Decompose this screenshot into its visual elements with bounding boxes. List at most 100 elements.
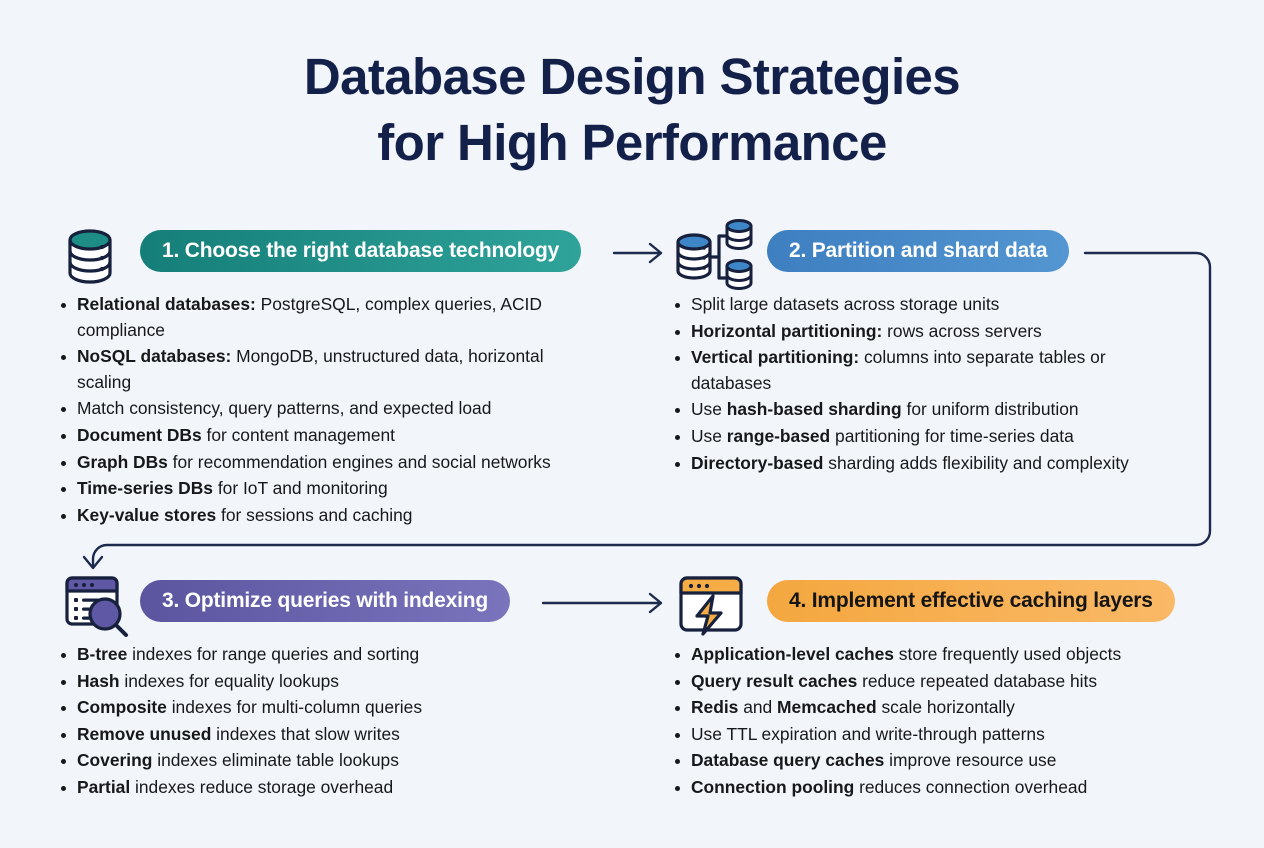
list-item: Document DBs for content management (58, 423, 588, 449)
section-partition-and-shard-data: 2. Partition and shard data Split large … (672, 216, 1232, 477)
section-4-header: 4. Implement effective caching layers (672, 566, 1232, 642)
bullet-text: indexes for range queries and sorting (127, 644, 420, 664)
bullet-text: Use TTL expiration and write-through pat… (691, 723, 1045, 744)
bullet-text-2: scale horizontally (876, 697, 1015, 718)
bullet-strong: Composite (77, 697, 167, 718)
bullet-strong: Query result caches (691, 670, 858, 691)
list-item: Partial indexes reduce storage overhead (58, 775, 588, 801)
section-2-title-text: 2. Partition and shard data (789, 239, 1048, 262)
section-1-header: 1. Choose the right database technology (58, 216, 658, 292)
list-item: B-tree indexes for range queries and sor… (58, 642, 588, 668)
section-implement-effective-caching-layers: 4. Implement effective caching layers Ap… (672, 566, 1232, 802)
list-item: Database query caches improve resource u… (672, 748, 1184, 774)
bullet-strong: Redis (691, 697, 739, 718)
bullet-strong-2: Memcached (777, 697, 877, 718)
section-3-title-pill[interactable]: 3. Optimize queries with indexing (140, 580, 510, 622)
section-2-header: 2. Partition and shard data (672, 216, 1232, 292)
bullet-text: improve resource use (884, 750, 1057, 771)
page-title-line-1: Database Design Strategies (303, 48, 961, 105)
section-3-header: 3. Optimize queries with indexing (58, 566, 658, 642)
list-item: Connection pooling reduces connection ov… (672, 775, 1184, 801)
list-item: Application-level caches store frequentl… (672, 642, 1184, 668)
list-item: Time-series DBs for IoT and monitoring (58, 476, 588, 502)
bullet-strong: Database query caches (691, 750, 885, 771)
bullet-strong: Relational databases: (77, 294, 256, 314)
bullet-text: rows across servers (882, 320, 1042, 341)
section-optimize-queries-with-indexing: 3. Optimize queries with indexing B-tree… (58, 566, 658, 802)
section-1-title-pill[interactable]: 1. Choose the right database technology (140, 230, 582, 272)
bullet-text: Split large datasets across storage unit… (691, 294, 1000, 314)
bullet-strong: Partial (77, 776, 131, 797)
bullet-text: columns into separate tables or database… (691, 347, 1106, 393)
list-item: Match consistency, query patterns, and e… (58, 396, 588, 422)
bullet-strong-2: range-based (726, 425, 831, 446)
page-title: Database Design Strategies for High Perf… (0, 44, 1264, 176)
bullet-text-2: partitioning for time-series data (830, 425, 1074, 446)
section-2-title-pill[interactable]: 2. Partition and shard data (767, 230, 1070, 272)
bullet-text: Match consistency, query patterns, and e… (77, 398, 492, 419)
section-3-title-text: 3. Optimize queries with indexing (162, 589, 488, 612)
list-item: Query result caches reduce repeated data… (672, 669, 1184, 695)
bullet-text-2: for uniform distribution (901, 399, 1079, 420)
bullet-strong: NoSQL databases: (77, 346, 232, 367)
bullet-strong: Connection pooling (691, 776, 855, 797)
section-1-bullet-list: Relational databases: PostgreSQL, comple… (58, 292, 588, 528)
bullet-text: Use (691, 425, 727, 446)
bullet-text: for content management (201, 424, 395, 445)
bullet-strong: Covering (77, 750, 153, 771)
list-item: Use range-based partitioning for time-se… (672, 424, 1184, 450)
list-item: Covering indexes eliminate table lookups (58, 748, 588, 774)
section-3-bullet-list: B-tree indexes for range queries and sor… (58, 642, 588, 801)
list-item: Split large datasets across storage unit… (672, 292, 1184, 318)
bullet-text: indexes eliminate table lookups (152, 750, 399, 771)
bullet-text: sharding adds flexibility and complexity (823, 452, 1129, 473)
bullet-text: indexes reduce storage overhead (130, 776, 394, 797)
bullet-strong: B-tree (77, 644, 128, 664)
section-choose-database-technology: 1. Choose the right database technology … (58, 216, 658, 529)
list-item: Horizontal partitioning: rows across ser… (672, 319, 1184, 345)
bullet-text: indexes for multi-column queries (166, 697, 423, 718)
page-title-line-2: for High Performance (377, 114, 887, 171)
list-item: Hash indexes for equality lookups (58, 669, 588, 695)
section-4-title-pill[interactable]: 4. Implement effective caching layers (767, 580, 1175, 622)
bullet-strong: Graph DBs (77, 451, 168, 472)
section-4-title-text: 4. Implement effective caching layers (789, 589, 1153, 612)
list-item: Remove unused indexes that slow writes (58, 722, 588, 748)
bullet-text: for sessions and caching (216, 504, 413, 525)
bullet-text: reduce repeated database hits (857, 670, 1098, 691)
bullet-text: for IoT and monitoring (212, 478, 388, 499)
list-item: Graph DBs for recommendation engines and… (58, 450, 588, 476)
list-item: Vertical partitioning: columns into sepa… (672, 345, 1184, 396)
database-sharding-icon (672, 216, 753, 292)
bullet-text: store frequently used objects (893, 644, 1122, 664)
list-item: Relational databases: PostgreSQL, comple… (58, 292, 588, 343)
bullet-text: Use (691, 399, 727, 420)
list-item: Composite indexes for multi-column queri… (58, 695, 588, 721)
bullet-text: indexes for equality lookups (119, 670, 339, 691)
section-4-bullet-list: Application-level caches store frequentl… (672, 642, 1184, 801)
bullet-text: and (738, 697, 778, 718)
bullet-strong: Directory-based (691, 452, 824, 473)
bullet-strong: Vertical partitioning: (691, 347, 860, 368)
bullet-strong: Key-value stores (77, 504, 217, 525)
bullet-strong: Hash (77, 670, 120, 691)
list-item: Directory-based sharding adds flexibilit… (672, 451, 1184, 477)
list-item: Key-value stores for sessions and cachin… (58, 503, 588, 529)
database-cylinder-icon (58, 216, 134, 292)
bullet-strong: Application-level caches (691, 644, 894, 664)
section-2-bullet-list: Split large datasets across storage unit… (672, 292, 1184, 476)
bullet-strong: Time-series DBs (77, 478, 213, 499)
list-item: NoSQL databases: MongoDB, unstructured d… (58, 344, 588, 395)
bullet-text: for recommendation engines and social ne… (167, 451, 551, 472)
bullet-strong-2: hash-based sharding (726, 399, 902, 420)
bullet-text: MongoDB, unstructured data, horizontal s… (77, 346, 544, 392)
bullet-text: reduces connection overhead (854, 776, 1088, 797)
list-item: Use hash-based sharding for uniform dist… (672, 397, 1184, 423)
bullet-strong: Document DBs (77, 424, 202, 445)
list-item: Redis and Memcached scale horizontally (672, 695, 1184, 721)
bullet-text: indexes that slow writes (211, 723, 400, 744)
list-item: Use TTL expiration and write-through pat… (672, 722, 1184, 748)
bullet-strong: Remove unused (77, 723, 212, 744)
document-search-icon (58, 566, 134, 642)
